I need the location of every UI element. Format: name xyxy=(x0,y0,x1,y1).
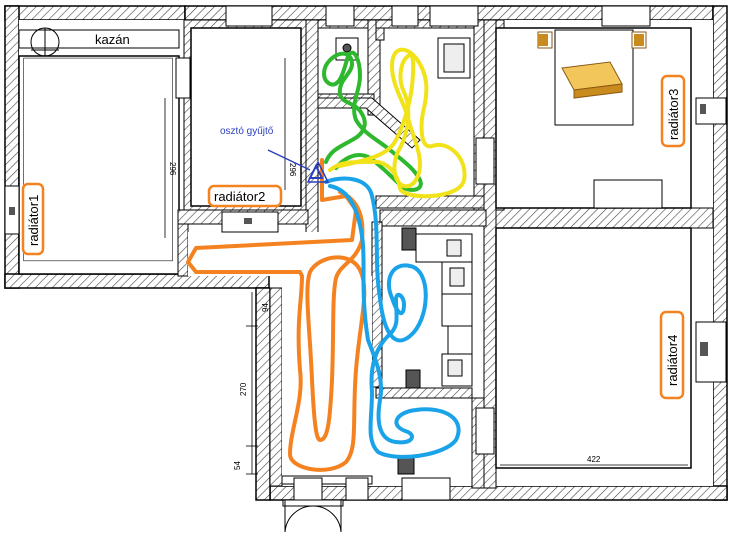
dim-296-room2: 296 xyxy=(288,163,297,177)
dim-94: 94 xyxy=(261,303,270,312)
kazan-strip: kazán xyxy=(18,27,180,68)
radiator1-label-group: radiátor1 xyxy=(21,182,45,256)
radiator3-label-group: radiátor3 xyxy=(660,74,686,148)
pipe-yellow xyxy=(328,47,467,199)
pipe-loops xyxy=(186,47,467,472)
toilet-icon xyxy=(449,267,465,287)
sink-icon xyxy=(446,239,462,257)
dim-54: 54 xyxy=(233,461,242,470)
radiator4-label: radiátor4 xyxy=(665,335,680,386)
manifold-label: osztó gyűjtő xyxy=(220,126,274,137)
room-4: 422 xyxy=(495,227,692,469)
radiator4-label-group: radiátor4 xyxy=(659,310,685,400)
dim-270: 270 xyxy=(239,382,248,396)
dim-422: 422 xyxy=(587,455,601,464)
radiator2-label-group: radiátor2 xyxy=(207,184,283,208)
radiator2-label: radiátor2 xyxy=(214,189,265,204)
radiator3-label: radiátor3 xyxy=(666,89,681,140)
pipe-blue xyxy=(324,176,461,459)
bed-icon xyxy=(537,29,647,126)
room-1: 296 xyxy=(18,55,180,275)
manifold-icon xyxy=(267,149,330,183)
radiator-icon xyxy=(9,104,708,356)
entrance-door xyxy=(282,499,344,533)
kazan-label: kazán xyxy=(95,32,130,47)
dim-296: 296 xyxy=(168,162,177,176)
windows xyxy=(4,5,727,501)
radiator1-label: radiátor1 xyxy=(26,195,41,246)
diagonal-walls xyxy=(317,27,421,149)
corridor-dimensions xyxy=(246,292,258,475)
pipe-green xyxy=(322,50,423,192)
pipe-orange xyxy=(186,158,367,472)
bathroom-fixtures xyxy=(397,227,473,475)
room-2: 296 xyxy=(183,19,307,213)
